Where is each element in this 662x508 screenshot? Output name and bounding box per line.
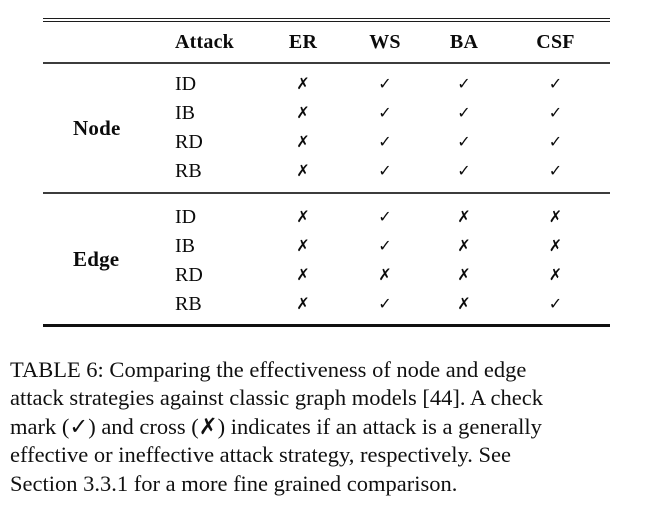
table-row: ID ✗ ✓ ✗ ✗ (43, 203, 610, 232)
attack-effectiveness-mark: ✗ (296, 206, 310, 226)
table-top-rule (43, 18, 610, 22)
column-header-attack: Attack (175, 30, 234, 53)
attack-effectiveness-mark: ✓ (457, 73, 471, 93)
attack-label: RB (175, 293, 202, 315)
attack-effectiveness-mark: ✓ (378, 206, 392, 226)
attack-effectiveness-mark: ✓ (548, 131, 563, 151)
table-row: RB ✗ ✓ ✗ ✓ (43, 290, 610, 319)
caption-line: effective or ineffective attack strategy… (10, 442, 511, 468)
attack-effectiveness-mark: ✓ (548, 293, 563, 313)
table-row: IB ✗ ✓ ✓ ✓ (43, 99, 610, 128)
table-caption: TABLE 6: Comparing the effectiveness of … (10, 356, 660, 498)
attack-effectiveness-mark: ✗ (378, 264, 392, 284)
attack-effectiveness-mark: ✗ (457, 206, 471, 226)
attack-effectiveness-mark: ✓ (457, 131, 471, 151)
attack-label: RD (175, 264, 203, 286)
table-row: IB ✗ ✓ ✗ ✗ (43, 232, 610, 261)
table-row: RD ✗ ✓ ✓ ✓ (43, 128, 610, 157)
table-section-edge: Edge ID ✗ ✓ ✗ ✗ IB ✗ ✓ ✗ ✗ RD ✗ ✗ ✗ ✗ RB… (43, 194, 610, 324)
attack-effectiveness-mark: ✗ (296, 160, 310, 180)
column-header-er: ER (288, 30, 318, 53)
caption-line: Section 3.3.1 for a more fine grained co… (10, 470, 458, 496)
attack-effectiveness-mark: ✓ (378, 293, 392, 313)
attack-effectiveness-mark: ✗ (296, 293, 310, 313)
column-header-ws: WS (369, 30, 401, 53)
table-bottom-rule (43, 324, 610, 327)
attack-label: ID (175, 73, 197, 95)
attack-effectiveness-mark: ✗ (548, 264, 563, 284)
attack-effectiveness-mark: ✓ (378, 235, 392, 255)
group-label-node: Node (73, 115, 121, 140)
attack-effectiveness-mark: ✗ (296, 131, 310, 151)
attack-label: RD (175, 131, 203, 153)
caption-line: TABLE 6: Comparing the effectiveness of … (10, 357, 527, 382)
attack-effectiveness-mark: ✓ (378, 131, 392, 151)
table-section-node: Node ID ✗ ✓ ✓ ✓ IB ✗ ✓ ✓ ✓ RD ✗ ✓ ✓ ✓ RB… (43, 64, 610, 192)
group-label-edge: Edge (73, 246, 120, 271)
column-header-ba: BA (449, 30, 479, 53)
table-row: ID ✗ ✓ ✓ ✓ (43, 70, 610, 99)
table-row: RD ✗ ✗ ✗ ✗ (43, 261, 610, 290)
attack-effectiveness-mark: ✓ (378, 102, 392, 122)
caption-line: attack strategies against classic graph … (10, 385, 543, 411)
caption-line: mark (✓) and cross (✗) indicates if an a… (10, 413, 542, 439)
attack-effectiveness-mark: ✓ (548, 102, 563, 122)
attack-effectiveness-mark: ✗ (457, 293, 471, 313)
table-header-rule (43, 62, 610, 64)
attack-effectiveness-mark: ✗ (457, 235, 471, 255)
attack-label: IB (175, 102, 195, 124)
table-section-rule (43, 192, 610, 194)
attack-effectiveness-mark: ✓ (457, 102, 471, 122)
attack-effectiveness-mark: ✗ (548, 235, 563, 255)
table-header-row: Attack ER WS BA CSF (43, 22, 610, 62)
column-header-csf: CSF (536, 30, 575, 53)
table-row: RB ✗ ✓ ✓ ✓ (43, 157, 610, 186)
attack-effectiveness-mark: ✗ (548, 206, 563, 226)
attack-effectiveness-mark: ✗ (296, 102, 310, 122)
attack-effectiveness-mark: ✓ (378, 73, 392, 93)
attack-effectiveness-mark: ✓ (457, 160, 471, 180)
attack-label: ID (175, 206, 197, 228)
attack-effectiveness-mark: ✓ (548, 160, 563, 180)
attack-effectiveness-mark: ✓ (548, 73, 563, 93)
attack-effectiveness-mark: ✗ (296, 235, 310, 255)
attack-label: IB (175, 235, 195, 257)
attack-effectiveness-mark: ✗ (457, 264, 471, 284)
attack-effectiveness-mark: ✗ (296, 264, 310, 284)
attack-effectiveness-mark: ✓ (378, 160, 392, 180)
attack-effectiveness-mark: ✗ (296, 73, 310, 93)
attack-label: RB (175, 160, 202, 182)
